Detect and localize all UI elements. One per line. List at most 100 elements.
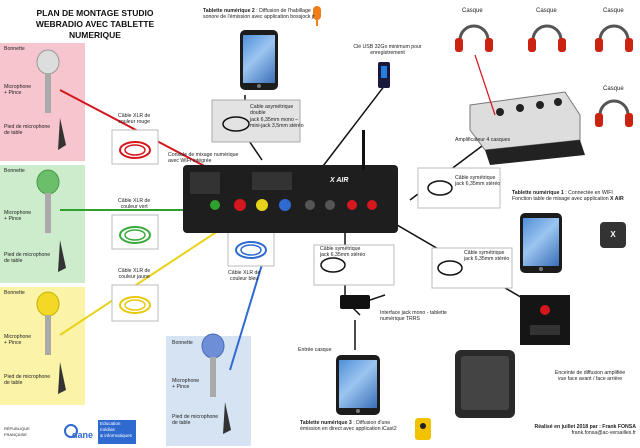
podcast-mic-icon: [313, 6, 321, 26]
green-cable-label: Câble XLR de couleur vert: [118, 198, 150, 211]
tablet-3-icon: [336, 355, 380, 415]
sym-cable-far-icon: [431, 247, 513, 289]
blue-cable-label: Câble XLR de couleur bleu: [228, 270, 260, 283]
green-mic-label: Microphone + Pince: [4, 210, 31, 223]
red-mic-icon: [36, 49, 66, 150]
sym-cable-right-caption-2: jack 6,35mm stéréo: [455, 181, 501, 188]
asym-cable-caption: Cable asymétrique double jack 6,35mm mon…: [250, 104, 310, 129]
red-mic-label-2: + Pince: [4, 90, 22, 97]
red-cable-label-1: Câble XLR de: [118, 113, 151, 119]
sym-cable-mid-icon: [313, 244, 395, 286]
sym-cable-far-caption-1: Câble symétrique: [464, 250, 505, 256]
yellow-stand-label-2: de table: [4, 380, 23, 387]
blue-stand-label-1: Pied de microphone: [172, 414, 219, 420]
interface-caption: Interface jack mono - tablette numérique…: [380, 310, 447, 323]
yellow-cable-label: Câble XLR de couleur jaune: [118, 268, 150, 281]
red-cable-label: Câble XLR de couleur rouge: [118, 113, 150, 126]
red-xlr-cable-icon: [111, 129, 159, 165]
yellow-cable-label-2: couleur jaune: [118, 274, 150, 281]
tablet1-caption-2: Fonction table de mixage avec applicatio…: [512, 196, 611, 203]
yellow-mic-icon: [36, 291, 66, 394]
entree-casque-label: Entrée casque: [298, 347, 332, 353]
credits: Réalisé en juillet 2018 par : Frank FONS…: [530, 424, 636, 437]
asym-cable-icon: [211, 99, 301, 143]
amp-input-label: input: [530, 154, 542, 160]
headphone-3-icon: [595, 24, 633, 52]
dane-logo-text: dane: [72, 430, 94, 440]
usb-caption: Clé USB 32Go minimum pour enregistrement: [340, 44, 435, 57]
green-stand-label-1: Pied de microphone: [4, 252, 51, 258]
blue-bonnette-label: Bonnette: [172, 340, 193, 346]
xair-app-icon: X: [600, 222, 626, 248]
sym-cable-right-caption: Câble symétrique jack 6,35mm stéréo: [455, 175, 500, 188]
blue-stand-label-2: de table: [172, 420, 191, 427]
yellow-xlr-cable-icon: [111, 284, 159, 322]
tablet1-caption: Tablette numérique 1 : Connectée en WIFI…: [512, 190, 637, 203]
green-mic-label-1: Microphone: [4, 210, 32, 216]
tablet2-caption: Tablette numérique 2 : Diffusion de l'ha…: [203, 8, 323, 21]
casque-1-label: Casque: [462, 8, 483, 14]
tablet1-caption-app: X AIR: [610, 196, 624, 203]
sym-cable-mid-caption: Câble symétrique jack 6,35mm stéréo: [320, 246, 365, 259]
casque-4-label: Casque: [603, 86, 624, 92]
casque-2-label: Casque: [536, 8, 557, 14]
usb-caption-2: enregistrement: [370, 50, 405, 57]
blue-mic-label: Microphone + Pince: [172, 378, 199, 391]
republique-logo: RÉPUBLIQUE FRANÇAISE: [4, 426, 30, 439]
icast-icon: [415, 418, 431, 440]
headphone-cables: [474, 54, 496, 116]
green-stand-label-2: de table: [4, 258, 23, 265]
yellow-mic-label-2: + Pince: [4, 340, 22, 347]
red-stand-label: Pied de microphone de table: [4, 124, 50, 137]
usb-caption-1: Clé USB 32Go minimum pour: [353, 44, 422, 50]
headphone-2-icon: [528, 24, 566, 52]
usb-cable-line: [319, 84, 386, 171]
tablet1-caption-1: : Connectée en WIFI: [563, 190, 613, 196]
credits-line-1: Réalisé en juillet 2018 par : Frank FONS…: [534, 424, 636, 430]
blue-mic-label-1: Microphone: [172, 378, 200, 384]
red-mic-label-1: Microphone: [4, 84, 32, 90]
sym-cable-mid-caption-2: jack 6,35mm stéréo: [320, 252, 366, 259]
title-line-1: PLAN DE MONTAGE STUDIO: [36, 8, 154, 18]
tablet3-caption-2: émission en direct avec application iCas…: [300, 426, 397, 433]
yellow-stand-label: Pied de microphone de table: [4, 374, 50, 387]
green-mic-label-2: + Pince: [4, 216, 22, 223]
republique-logo-text: RÉPUBLIQUE FRANÇAISE: [4, 426, 30, 438]
tablet2-caption-bold: Tablette numérique 2: [203, 8, 255, 14]
sym-cable-right-icon: [417, 167, 501, 209]
education-logo: Education médias & informatiques: [98, 420, 136, 444]
speaker-caption-1: Enceinte de diffusion amplifiée: [554, 370, 626, 376]
sym-cable-right-caption-1: Câble symétrique: [455, 175, 496, 181]
education-logo-1: Education: [100, 421, 121, 426]
speaker-rear-icon: [520, 295, 570, 345]
tablet3-caption: Tablette numérique 3 : Diffusion d'une é…: [300, 420, 420, 433]
amp-caption: Amplificateur 4 casques: [455, 137, 511, 143]
sym-cable-far-caption: Câble symétrique jack 6,35mm stéréo: [464, 250, 509, 263]
education-logo-3: & informatiques: [100, 433, 132, 438]
mixer-caption-2: avec WIFI intégrée: [168, 158, 212, 165]
mixer-caption: Console de mixage numérique avec WIFI in…: [168, 152, 238, 165]
interface-icon: [340, 294, 386, 309]
yellow-mic-label: Microphone + Pince: [4, 334, 31, 347]
red-stand-label-2: de table: [4, 130, 23, 137]
red-cable-label-2: couleur rouge: [118, 119, 151, 126]
mixer-caption-1: Console de mixage numérique: [168, 152, 239, 158]
red-stand-label-1: Pied de microphone: [4, 124, 51, 130]
red-bonnette-label: Bonnette: [4, 46, 25, 52]
tablet2-caption-2: sonore de l'émission avec application bo…: [203, 14, 315, 21]
blue-mic-icon: [201, 333, 231, 434]
tablet-2-icon: [240, 30, 278, 90]
speaker-front-icon: [455, 350, 515, 418]
dane-logo: dane: [64, 418, 94, 444]
asym-cable-caption-3: mini-jack 3,5mm stéréo: [250, 122, 304, 129]
interface-caption-2: numérique TRRS: [380, 316, 420, 323]
page-title: PLAN DE MONTAGE STUDIO WEBRADIO AVEC TAB…: [20, 8, 170, 41]
yellow-bonnette-label: Bonnette: [4, 290, 25, 296]
blue-cable-label-2: couleur bleu: [230, 276, 259, 283]
tablet1-caption-bold: Tablette numérique 1: [512, 190, 564, 196]
green-mic-icon: [36, 169, 66, 272]
red-mic-label: Microphone + Pince: [4, 84, 31, 97]
mixer-icon: [183, 130, 398, 233]
speaker-caption-2: vue face avant / face arrière: [557, 376, 623, 383]
